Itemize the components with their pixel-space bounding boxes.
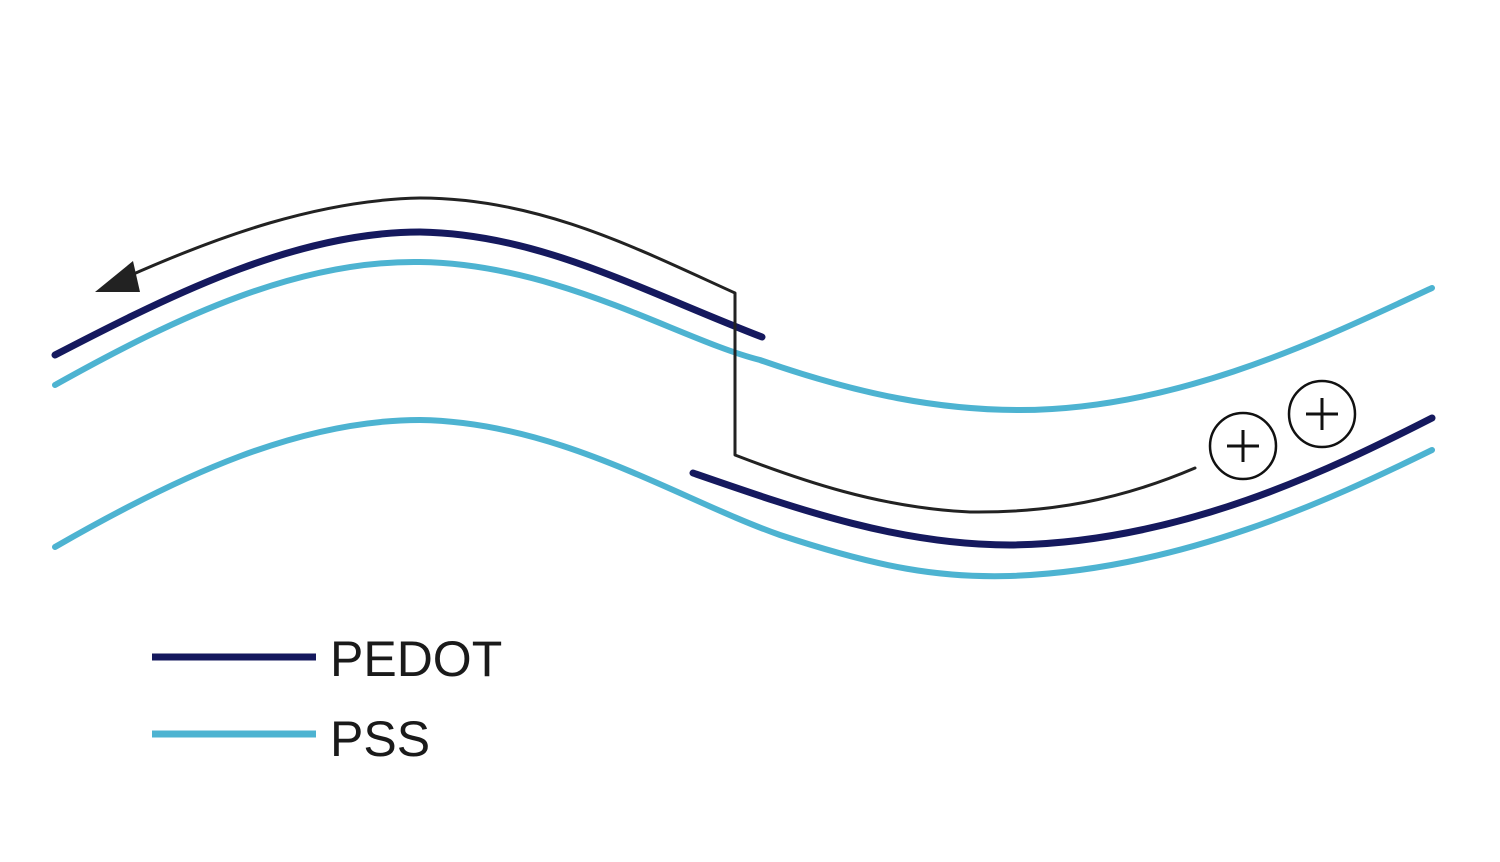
arrow-head-icon bbox=[95, 261, 140, 292]
pss-chain-upper bbox=[52, 258, 1435, 414]
legend-label-pss: PSS bbox=[330, 711, 430, 767]
positive-charge-icon bbox=[1287, 379, 1357, 449]
pedot-chain-lower bbox=[689, 414, 1436, 549]
charge-transport-path bbox=[118, 196, 1197, 514]
legend-item-pss: PSS bbox=[152, 711, 430, 767]
pss-chain-lower bbox=[52, 416, 1435, 580]
legend: PEDOT PSS bbox=[152, 631, 502, 767]
positive-charge-icon bbox=[1208, 411, 1278, 481]
pedot-chain-upper bbox=[51, 228, 766, 359]
legend-item-pedot: PEDOT bbox=[152, 631, 502, 687]
legend-label-pedot: PEDOT bbox=[330, 631, 502, 687]
